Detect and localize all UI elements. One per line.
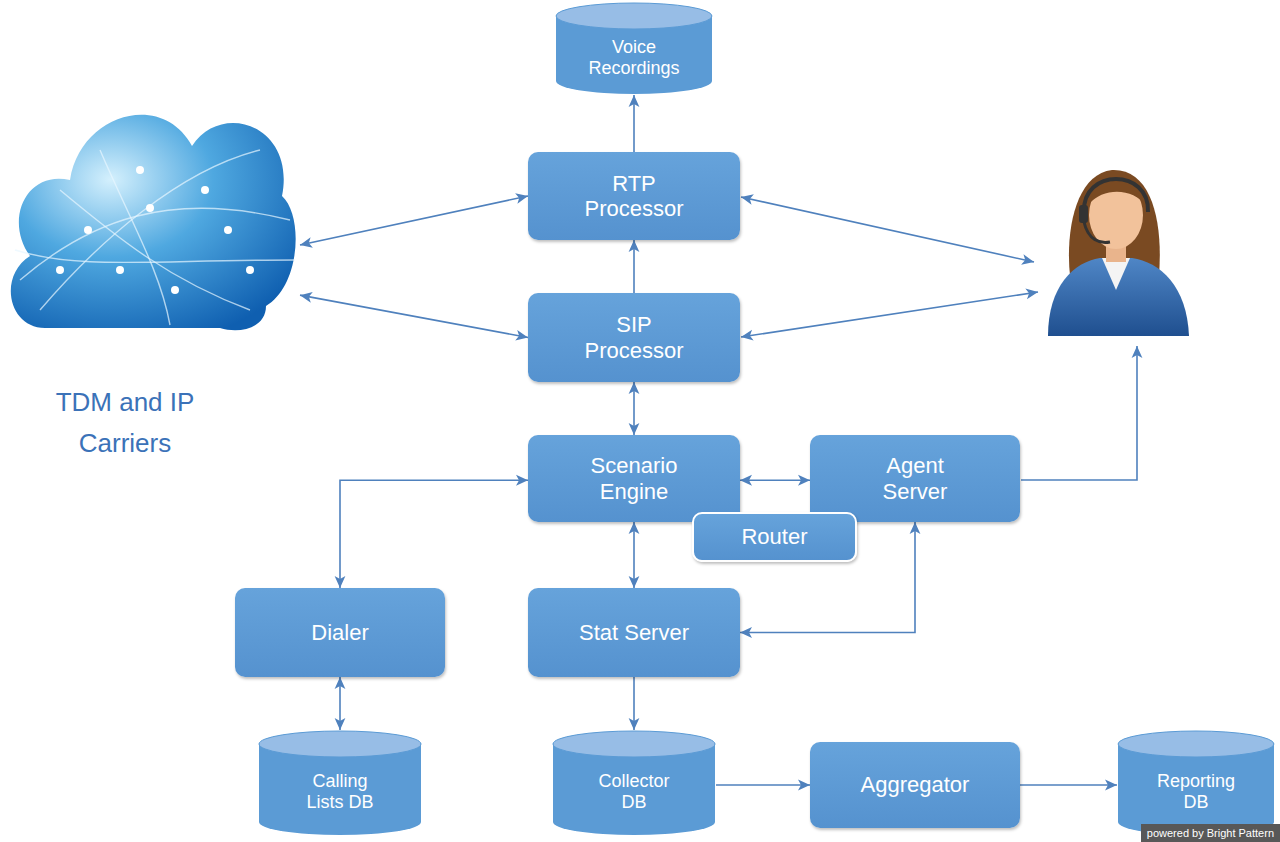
network-node [56, 266, 64, 274]
connector-arrow [300, 196, 528, 245]
process-box: Aggregator [810, 742, 1020, 828]
connector-arrow [633, 522, 635, 588]
connector-arrow [633, 382, 635, 435]
network-node [136, 166, 144, 174]
database-cylinder: Calling Lists DB [258, 730, 422, 836]
node-label: Router [741, 524, 807, 549]
node-label: Agent Server [858, 453, 973, 504]
signal-link [741, 292, 1038, 337]
node-label: Aggregator [861, 772, 970, 797]
cylinder-top [259, 731, 421, 757]
connector-arrow [740, 479, 810, 481]
connector-arrow [716, 784, 810, 786]
node-label: RTP Processor [577, 171, 692, 222]
watermark: powered by Bright Pattern [1141, 824, 1280, 842]
network-node [224, 226, 232, 234]
node-label: SIP Processor [577, 312, 692, 363]
connector-arrow [1020, 784, 1117, 786]
process-box: Dialer [235, 588, 445, 677]
network-node [201, 186, 209, 194]
media-link [741, 197, 1034, 262]
process-box: Scenario Engine [528, 435, 740, 522]
connector-arrow [633, 95, 635, 152]
node-label: Collector DB [587, 753, 682, 812]
process-box: SIP Processor [528, 293, 740, 382]
connector-arrow [339, 677, 341, 730]
node-label: Voice Recordings [584, 19, 684, 78]
network-node [146, 204, 154, 212]
network-node [116, 266, 124, 274]
cloud-shape [0, 70, 300, 340]
connector-arrow [340, 480, 528, 588]
node-label: Dialer [311, 620, 368, 645]
carrier-cloud: TDM and IP Carriers [0, 70, 300, 465]
agent-link [1021, 346, 1137, 480]
process-box: Agent Server [810, 435, 1020, 522]
database-cylinder: Voice Recordings [555, 2, 713, 95]
node-label: Calling Lists DB [293, 753, 388, 812]
node-label: TDM and IP Carriers [30, 382, 220, 465]
network-node [84, 226, 92, 234]
cloud-body [11, 115, 296, 330]
node-label: Reporting DB [1149, 753, 1244, 812]
process-box: Router [692, 512, 857, 562]
cylinder-top [556, 3, 712, 29]
connector-arrow [300, 295, 528, 337]
database-cylinder: Reporting DB [1117, 730, 1275, 836]
process-box: RTP Processor [528, 152, 740, 240]
cylinder-top [1118, 731, 1274, 757]
network-line [20, 208, 290, 280]
node-label: Stat Server [579, 620, 689, 645]
database-cylinder: Collector DB [552, 730, 716, 836]
node-label: Scenario Engine [577, 453, 692, 504]
process-box: Stat Server [528, 588, 740, 677]
network-node [246, 266, 254, 274]
network-line [15, 250, 295, 263]
connector-arrow [633, 240, 635, 293]
network-node [171, 286, 179, 294]
agent-figure [1048, 170, 1189, 336]
connector-arrow [633, 677, 635, 730]
network-line [60, 190, 250, 310]
network-line [40, 150, 260, 310]
cylinder-top [553, 731, 715, 757]
network-line [100, 150, 170, 325]
